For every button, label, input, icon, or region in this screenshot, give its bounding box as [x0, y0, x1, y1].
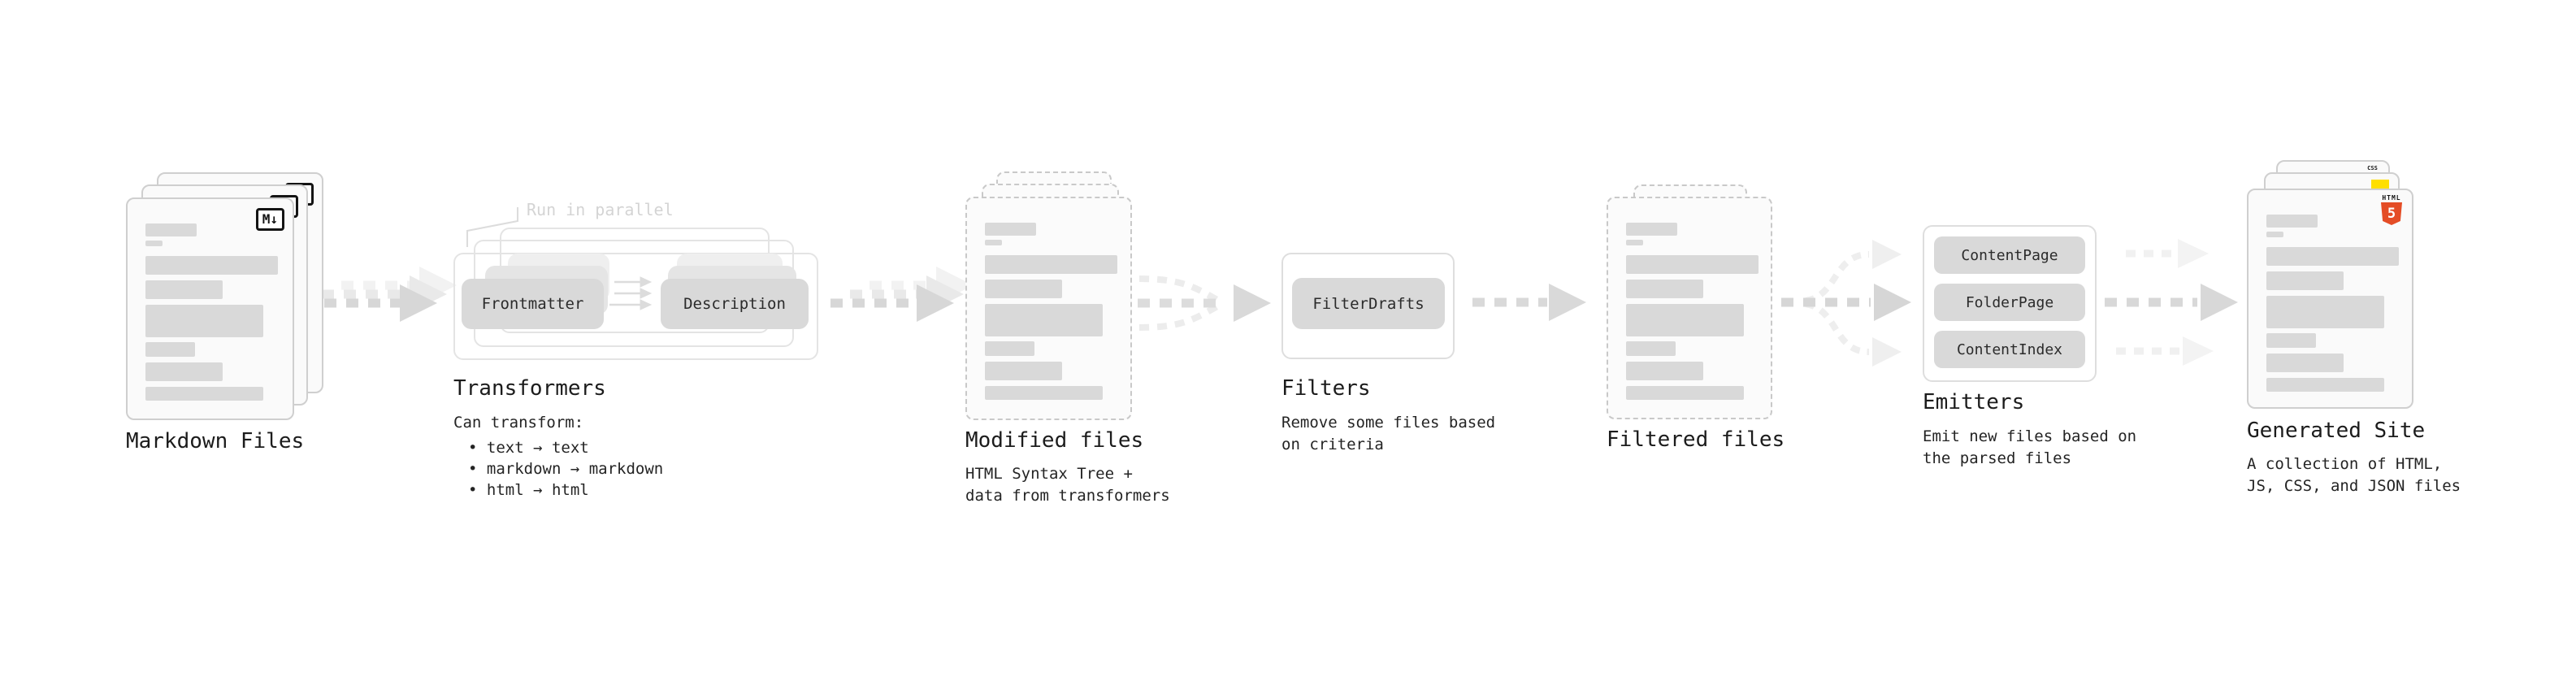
filters-desc: Remove some files based on criteria: [1281, 414, 1496, 453]
markdown-icon: M↓: [255, 208, 284, 231]
arrow-markdown-to-transformers: [302, 267, 457, 322]
skeleton-text-bar: [985, 240, 1002, 245]
arrow-filters-to-filtered: [1472, 284, 1586, 321]
skeleton-text-bar: [2266, 296, 2384, 328]
skeleton-text-bar: [985, 341, 1034, 356]
skeleton-text-bar: [985, 304, 1103, 336]
html5-icon: HTML 5: [2379, 194, 2405, 225]
javascript-icon: [2371, 180, 2389, 189]
skeleton-text-bar: [1626, 304, 1744, 336]
transformer-box-front: [453, 253, 818, 360]
skeleton-text-bar: [1626, 280, 1703, 298]
skeleton-text-bar: [985, 280, 1062, 298]
emitter-pill-contentindex: ContentIndex: [1934, 331, 2085, 368]
skeleton-text-bar: [145, 256, 278, 275]
generated-site-desc: A collection of HTML, JS, CSS, and JSON …: [2247, 455, 2461, 495]
arrow-filtered-to-emitters-diverge: [1781, 240, 1911, 367]
stage-title-markdown-files: Markdown Files: [126, 429, 305, 453]
skeleton-text-bar: [1626, 362, 1703, 380]
skeleton-text-bar: [2266, 333, 2316, 348]
document-skeleton: [985, 223, 1117, 400]
skeleton-text-bar: [2266, 271, 2344, 290]
css-icon-label: CSS: [2367, 165, 2378, 171]
run-in-parallel-note: Run in parallel: [527, 200, 674, 219]
stage-title-filtered-files: Filtered files: [1607, 427, 1785, 452]
description-pill: Description: [661, 279, 809, 329]
skeleton-text-bar: [1626, 341, 1676, 356]
skeleton-text-bar: [145, 241, 163, 246]
emitter-pill-contentpage: ContentPage: [1934, 236, 2085, 274]
document-skeleton: [1626, 223, 1759, 400]
skeleton-text-bar: [145, 305, 263, 337]
transformers-bullet-list: • text → text • markdown → markdown • ht…: [455, 437, 663, 501]
generated-file-card-html: HTML 5: [2247, 189, 2413, 409]
arrow-transformers-to-modified: [830, 267, 974, 322]
skeleton-text-bar: [985, 362, 1062, 380]
skeleton-text-bar: [2266, 378, 2384, 392]
skeleton-text-bar: [145, 280, 223, 299]
skeleton-text-bar: [145, 387, 263, 401]
skeleton-text-bar: [1626, 223, 1677, 236]
document-skeleton: [145, 223, 278, 401]
skeleton-text-bar: [2266, 354, 2344, 372]
frontmatter-pill: Frontmatter: [462, 279, 604, 329]
skeleton-text-bar: [2266, 247, 2399, 266]
stage-title-transformers: Transformers: [453, 376, 606, 401]
emitter-pill-folderpage: FolderPage: [1934, 284, 2085, 321]
stage-title-emitters: Emitters: [1923, 390, 2025, 414]
skeleton-text-bar: [145, 362, 223, 381]
markdown-file-card-front: M↓: [126, 197, 294, 420]
modified-file-card-front: [965, 197, 1132, 420]
skeleton-text-bar: [985, 255, 1117, 274]
bullet-item: • markdown → markdown: [468, 460, 664, 478]
skeleton-text-bar: [2266, 215, 2318, 228]
skeleton-text-bar: [145, 223, 197, 236]
filtered-file-card-front: [1607, 197, 1772, 419]
stage-title-generated-site: Generated Site: [2247, 419, 2426, 443]
arrow-emitters-to-generated: [2105, 239, 2238, 366]
skeleton-text-bar: [1626, 386, 1744, 400]
skeleton-text-bar: [1626, 255, 1759, 274]
skeleton-text-bar: [2266, 232, 2283, 237]
stage-title-filters: Filters: [1281, 376, 1371, 401]
html5-icon-shield: 5: [2381, 202, 2402, 225]
bullet-item: • html → html: [468, 481, 589, 499]
modified-files-desc: HTML Syntax Tree + data from transformer…: [965, 465, 1170, 505]
document-skeleton: [2266, 215, 2399, 392]
emitters-desc: Emit new files based on the parsed files: [1923, 427, 2137, 467]
filterdrafts-pill: FilterDrafts: [1292, 278, 1445, 329]
skeleton-text-bar: [145, 342, 195, 357]
stage-title-modified-files: Modified files: [965, 428, 1144, 453]
arrow-modified-to-filters-converge: [1138, 275, 1271, 331]
skeleton-text-bar: [1626, 240, 1643, 245]
skeleton-text-bar: [985, 386, 1103, 400]
bullet-item: • text → text: [468, 439, 589, 457]
html5-icon-label: HTML: [2382, 194, 2401, 202]
transformers-desc-heading: Can transform:: [453, 414, 584, 432]
skeleton-text-bar: [985, 223, 1036, 236]
